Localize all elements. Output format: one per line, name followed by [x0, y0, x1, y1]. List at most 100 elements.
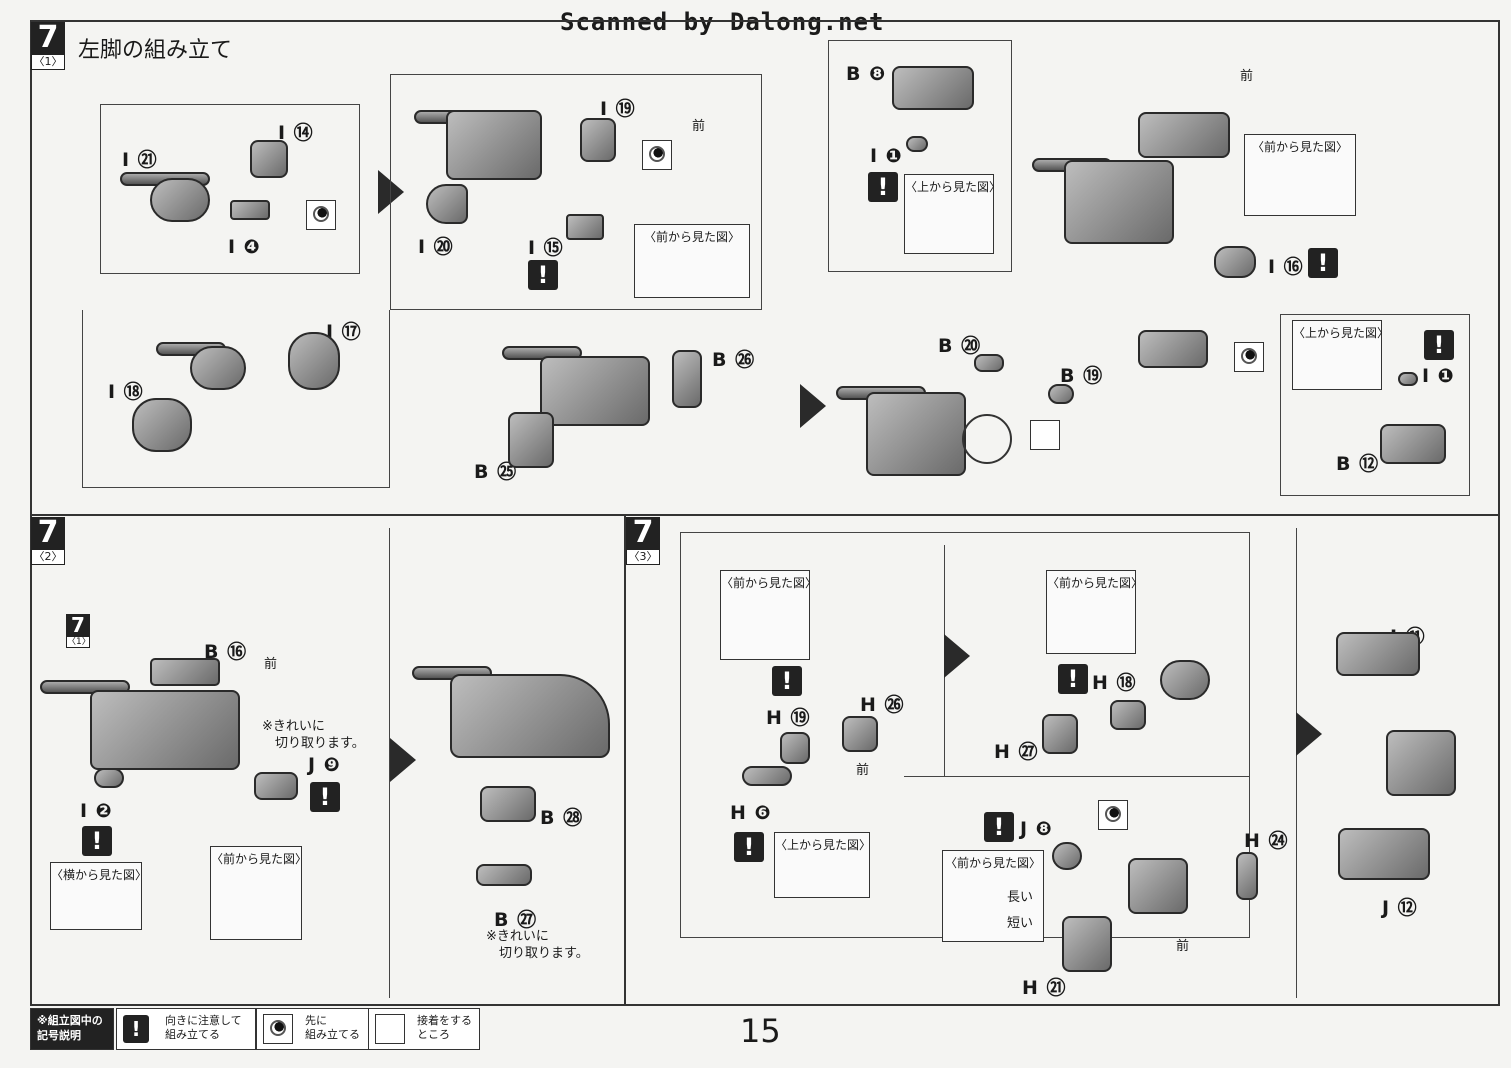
- part-h18-ball: [1160, 660, 1210, 700]
- b12-detail-box: [1280, 314, 1470, 496]
- exclamation-icon: !: [734, 832, 764, 862]
- front-view-box: 〈前から見た図〉: [634, 224, 750, 298]
- front-label: 前: [264, 657, 278, 672]
- part-i15: [566, 214, 604, 240]
- part-knee-assembly: [1128, 858, 1188, 914]
- label-b26: B ㉖: [712, 349, 756, 371]
- label-h6: H ❻: [730, 802, 772, 824]
- label-b12: B ⑫: [1336, 453, 1380, 475]
- label-h19: H ⑲: [766, 707, 811, 729]
- legend-title: ※組立図中の 記号説明: [30, 1008, 114, 1050]
- subassembly-box-h2: [904, 776, 1250, 777]
- exclamation-icon: !: [1308, 248, 1338, 278]
- label-h24: H ㉔: [1244, 830, 1289, 852]
- part-h27: [1042, 714, 1078, 754]
- part-i20: [426, 184, 468, 224]
- play-arrow-icon: [800, 384, 826, 428]
- label-b28: B ㉘: [540, 807, 584, 829]
- part-b16: [150, 658, 220, 686]
- part-b26: [672, 350, 702, 408]
- assemble-first-icon: [642, 140, 672, 170]
- detail-circle: [962, 414, 1012, 464]
- part-b8-cover: [1138, 112, 1230, 158]
- front-view-box: 〈前から見た図〉: [720, 570, 817, 660]
- part-b12-assembly: [1138, 330, 1208, 368]
- part-i2: [94, 768, 124, 788]
- play-arrow-icon: [390, 738, 416, 782]
- part-j12: [1338, 828, 1430, 880]
- label-b20: B ⑳: [938, 335, 982, 357]
- front-label: 前: [692, 119, 706, 134]
- label-b25: B ㉕: [474, 461, 518, 483]
- part-leg-assembly: [446, 110, 542, 180]
- assemble-first-icon: [263, 1014, 293, 1044]
- part-i16: [1214, 246, 1256, 278]
- part-h26: [842, 716, 878, 752]
- label-h26: H ㉖: [860, 694, 905, 716]
- front-label: 前: [1240, 69, 1254, 84]
- subassembly-box-3: [82, 310, 390, 488]
- exclamation-icon: !: [123, 1015, 149, 1043]
- part-h21: [1062, 916, 1112, 972]
- part-b8: [892, 66, 974, 110]
- front-label: 前: [1176, 939, 1190, 954]
- part-knee-final: [1386, 730, 1456, 796]
- label-h27: H ㉗: [994, 741, 1039, 763]
- label-j12: J ⑫: [1382, 897, 1418, 919]
- play-arrow-icon: [944, 634, 970, 678]
- play-arrow-icon: [378, 170, 404, 214]
- legend-dot: 先に 組み立てる: [256, 1008, 370, 1050]
- part-i1: [906, 136, 928, 152]
- label-b16: B ⑯: [204, 641, 248, 663]
- top-view-box-group: [828, 40, 1012, 272]
- assemble-first-icon: [1098, 800, 1128, 830]
- exclamation-icon: !: [310, 782, 340, 812]
- cut-clean-note-1: ※きれいに 切り取ります。: [262, 719, 365, 751]
- label-i18: I ⑱: [108, 381, 144, 403]
- part-j9: [254, 772, 298, 800]
- subassembly-box-1: [100, 104, 360, 274]
- label-j9: J ❾: [308, 754, 341, 776]
- front-label: 前: [856, 763, 870, 778]
- label-b8: B ❽: [846, 63, 887, 85]
- mini-step-7-1-badge: 7 〈1〉: [66, 613, 91, 648]
- label-i2: I ❷: [80, 800, 113, 822]
- top-view-box: 〈上から見た図〉: [774, 832, 871, 898]
- part-h24: [1236, 852, 1258, 900]
- label-i14: I ⑭: [278, 122, 314, 144]
- exclamation-icon: !: [868, 172, 898, 202]
- label-h18: H ⑱: [1092, 672, 1137, 694]
- cut-clean-note-2: ※きれいに 切り取ります。: [486, 929, 589, 961]
- front-view-box: 〈前から見た図〉 長い 短い: [942, 850, 1044, 942]
- label-h21: H ㉑: [1022, 977, 1067, 999]
- exclamation-icon: !: [1058, 664, 1088, 694]
- scan-credit: Scanned by Dalong.net: [560, 8, 885, 36]
- part-i21-assembly: [190, 346, 246, 390]
- step-7-1-badge: 7 〈1〉: [31, 22, 67, 70]
- part-i18: [132, 398, 192, 452]
- part-j11: [1336, 632, 1420, 676]
- label-i16: I ⑯: [1268, 256, 1304, 278]
- glue-brush-icon: [1030, 420, 1060, 450]
- front-view-box: 〈前から見た図〉: [210, 846, 307, 940]
- part-h18: [1110, 700, 1146, 730]
- step-7-3-panel: [624, 514, 1500, 1006]
- front-view-box: 〈前から見た図〉: [1244, 134, 1356, 216]
- top-view-box: 〈上から見た図〉: [1292, 320, 1389, 390]
- part-i21: [150, 178, 210, 222]
- step-7-1-title: 左脚の組み立て: [78, 38, 233, 63]
- part-b25: [508, 412, 554, 468]
- side-view-box: 〈横から見た図〉: [50, 862, 147, 930]
- exclamation-icon: !: [1424, 330, 1454, 360]
- label-i1: I ❶: [870, 145, 903, 167]
- assemble-first-icon: [306, 200, 336, 230]
- part-leg-assembly: [1064, 160, 1174, 244]
- part-leg-assembly: [90, 690, 240, 770]
- label-i20: I ⑳: [418, 236, 454, 258]
- legend-excl: ! 向きに注意して 組み立てる: [116, 1008, 256, 1050]
- front-view-box: 〈前から見た図〉: [1046, 570, 1143, 654]
- label-b27: B ㉗: [494, 909, 538, 931]
- part-b20: [974, 354, 1004, 372]
- label-i15: I ⑮: [528, 237, 564, 259]
- part-i19: [580, 118, 616, 162]
